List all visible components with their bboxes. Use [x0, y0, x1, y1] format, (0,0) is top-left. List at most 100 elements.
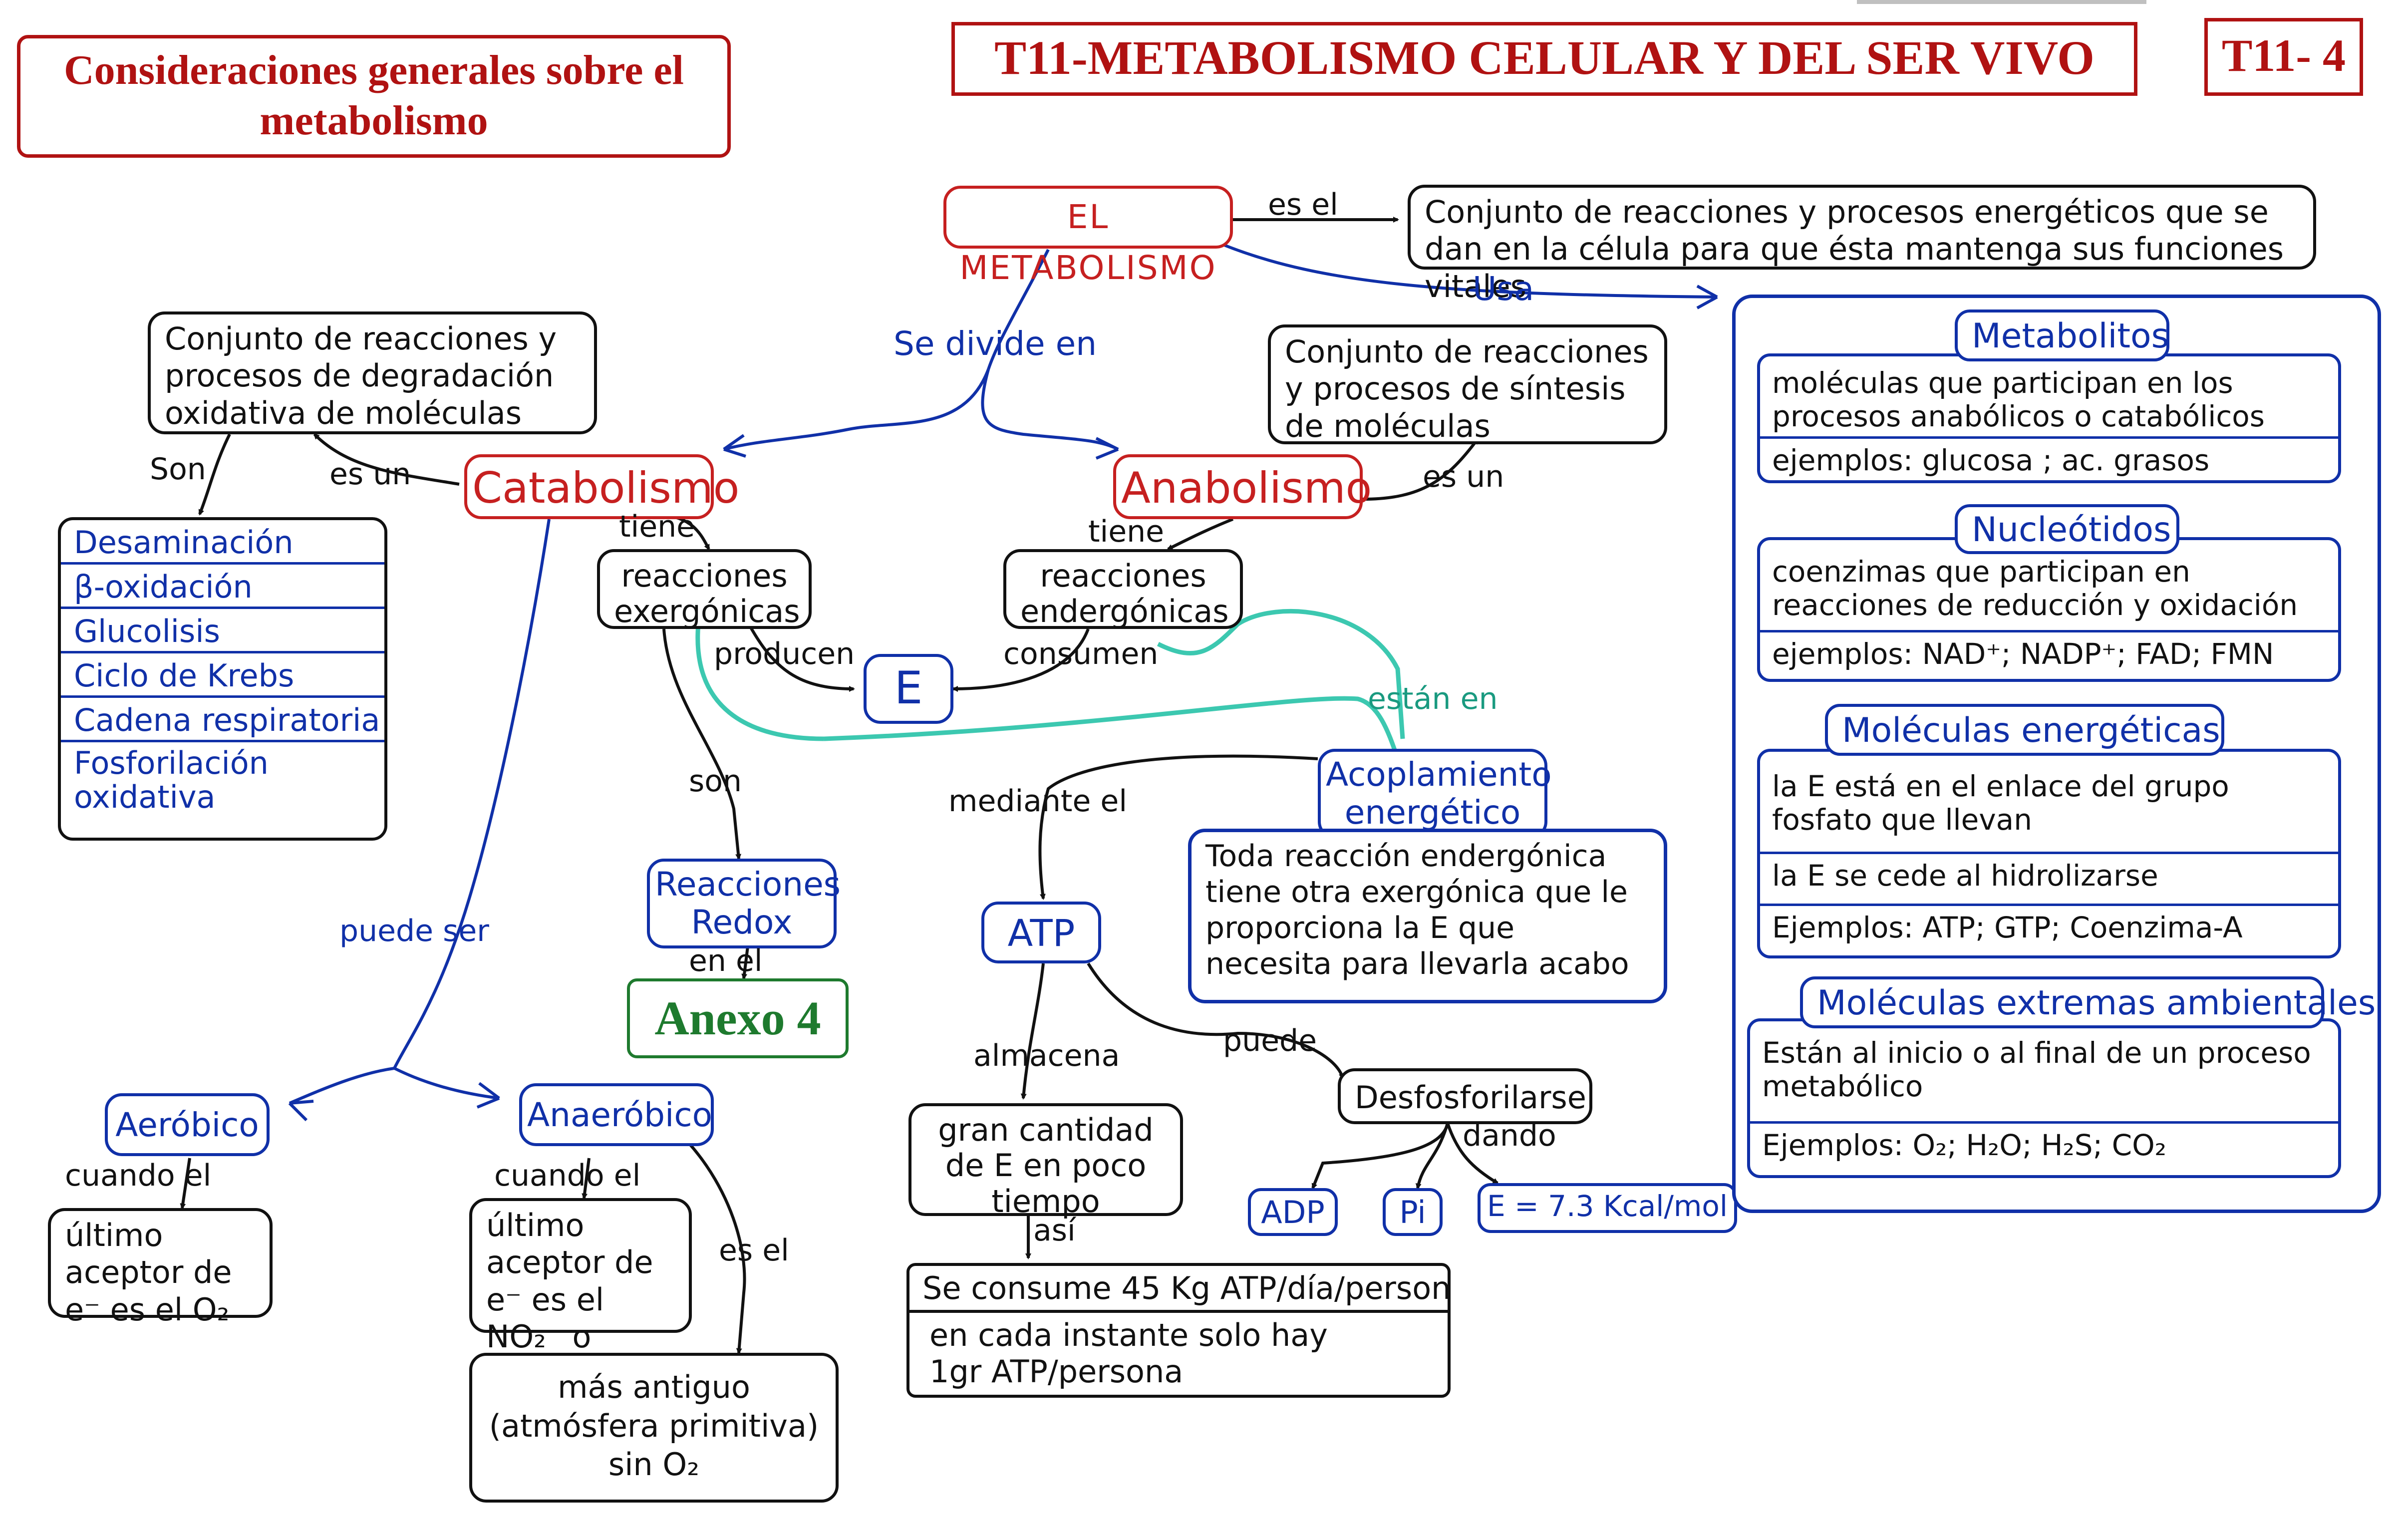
energeticas-ej: Ejemplos: ATP; GTP; Coenzima-A	[1760, 904, 2338, 949]
node-anaerobico-text: Anaeróbico	[527, 1096, 712, 1134]
label-es-el: es el	[1268, 187, 1338, 222]
node-aerobico: Aeróbico	[105, 1093, 270, 1156]
node-anabolismo-def-text: Conjunto de reacciones y procesos de sín…	[1285, 333, 1649, 444]
label-puede-ser: puede ser	[339, 914, 489, 948]
node-metabolismo-def: Conjunto de reacciones y procesos energé…	[1408, 185, 2316, 305]
node-energia: E	[864, 654, 953, 724]
sect-energeticas: la E está en el enlace del grupo fosfato…	[1757, 749, 2341, 958]
label-es-el-2: es el	[719, 1233, 789, 1268]
arrow-to-catabolismo	[723, 368, 990, 451]
node-catabolismo-def-text: Conjunto de reacciones y procesos de deg…	[165, 320, 557, 431]
node-acoplamiento-def: Toda reacción endergónica tiene otra exe…	[1188, 829, 1667, 1003]
title-nucleotidos: Nucleótidos	[1955, 504, 2179, 554]
node-anexo-text: Anexo 4	[654, 991, 821, 1045]
node-metabolismo-def-text: Conjunto de reacciones y procesos energé…	[1425, 194, 2284, 305]
node-anabolismo-text: Anabolismo	[1121, 463, 1372, 513]
node-desfosforilarse: Desfosforilarse	[1338, 1068, 1592, 1124]
node-exergonicas-text: reacciones exergónicas	[614, 558, 800, 630]
node-acoplamiento-def-text: Toda reacción endergónica tiene otra exe…	[1205, 839, 1629, 981]
node-anabolismo: Anabolismo	[1113, 454, 1372, 519]
label-tiene-1: tiene	[619, 509, 695, 544]
catabolic-item: Cadena respiratoria	[61, 698, 384, 742]
consumo-row: Se consume 45 Kg ATP/día/persona	[909, 1266, 1448, 1313]
node-catabolismo-def: Conjunto de reacciones y procesos de deg…	[148, 311, 597, 434]
sect-extremas: Están al inicio o al final de un proceso…	[1747, 1018, 2341, 1178]
label-cuando-el-2: cuando el	[494, 1158, 641, 1193]
sect-nucleotidos: coenzimas que participan en reacciones d…	[1757, 537, 2341, 682]
node-energia-valor: E = 7.3 Kcal/mol	[1478, 1183, 1737, 1233]
label-producen: producen	[714, 636, 855, 671]
extremas-def: Están al inicio o al final de un proceso…	[1762, 1036, 2311, 1103]
node-antiguo-text: más antiguo (atmósfera primitiva) sin O₂	[489, 1369, 819, 1483]
node-anaerobico-def: último aceptor de e⁻ es el NO₂⁻ o SO₄²⁻	[469, 1198, 692, 1392]
label-son-1: Son	[150, 452, 206, 487]
label-es-un-2: es un	[1423, 459, 1504, 494]
label-dando: dando	[1463, 1118, 1556, 1153]
main-title-text: T11-METABOLISMO CELULAR Y DEL SER VIVO	[994, 31, 2095, 84]
arrow-usa	[1222, 243, 1718, 299]
node-desfosforilarse-text: Desfosforilarse	[1355, 1079, 1586, 1116]
top-rule	[1857, 0, 2146, 4]
catabolic-item: Desaminación	[61, 520, 384, 565]
node-redox-text: Reacciones Redox	[655, 865, 841, 941]
label-tiene-2: tiene	[1088, 514, 1165, 549]
catabolic-item: Fosforilación oxidativa	[74, 745, 269, 816]
label-mediante-el: mediante el	[948, 784, 1128, 819]
label-es-un-1: es un	[329, 457, 411, 492]
node-anabolismo-def: Conjunto de reacciones y procesos de sín…	[1268, 324, 1667, 444]
label-almacena: almacena	[973, 1038, 1120, 1073]
node-atp-text: ATP	[1007, 912, 1075, 955]
node-exergonicas: reacciones exergónicas	[597, 549, 812, 629]
node-acoplamiento-text: Acoplamiento energético	[1326, 755, 1552, 832]
page-code-text: T11- 4	[2222, 30, 2346, 81]
nucleotidos-def: coenzimas que participan en reacciones d…	[1772, 555, 2298, 622]
catabolic-list: Desaminación β-oxidación Glucolisis Cicl…	[58, 517, 387, 841]
label-son-2: son	[689, 764, 742, 799]
label-consumen: consumen	[1003, 636, 1159, 671]
node-atp: ATP	[981, 902, 1101, 963]
metabolitos-def: moléculas que participan en los procesos…	[1772, 366, 2265, 433]
node-catabolismo-text: Catabolismo	[472, 463, 740, 513]
consumo-row: en cada instante solo hay 1gr ATP/person…	[929, 1317, 1328, 1390]
node-anexo: Anexo 4	[627, 978, 849, 1058]
arrow-to-anabolismo	[981, 369, 1119, 451]
node-aerobico-def: último aceptor de e⁻ es el O₂	[48, 1208, 273, 1328]
left-title-text: Consideraciones generales sobre el metab…	[64, 47, 684, 144]
node-adp: ADP	[1248, 1188, 1338, 1236]
main-title: T11-METABOLISMO CELULAR Y DEL SER VIVO	[951, 22, 2137, 96]
node-redox: Reacciones Redox	[647, 859, 841, 948]
title-energeticas: Moléculas energéticas	[1825, 704, 2224, 756]
node-almacena-text: gran cantidad de E en poco tiempo	[938, 1112, 1154, 1220]
sect-metabolitos: moléculas que participan en los procesos…	[1757, 353, 2341, 483]
node-energia-text: E	[894, 662, 923, 714]
node-consumo: Se consume 45 Kg ATP/día/persona en cada…	[906, 1263, 1451, 1398]
catabolic-item: Glucolisis	[61, 609, 384, 653]
catabolic-item: Ciclo de Krebs	[61, 653, 384, 698]
page-code: T11- 4	[2204, 18, 2363, 96]
energeticas-r1: la E está en el enlace del grupo fosfato…	[1772, 769, 2229, 837]
node-metabolismo-text: EL METABOLISMO	[959, 198, 1217, 287]
catabolic-item: β-oxidación	[61, 565, 384, 609]
node-aerobico-def-text: último aceptor de e⁻ es el O₂	[65, 1217, 232, 1328]
left-title: Consideraciones generales sobre el metab…	[17, 35, 731, 158]
node-pi: Pi	[1383, 1188, 1443, 1236]
label-cuando-el-1: cuando el	[65, 1158, 212, 1193]
extremas-ej: Ejemplos: O₂; H₂O; H₂S; CO₂	[1750, 1121, 2338, 1167]
energeticas-r2: la E se cede al hidrolizarse	[1760, 852, 2338, 904]
node-aerobico-text: Aeróbico	[115, 1106, 259, 1144]
node-anaerobico: Anaeróbico	[519, 1083, 714, 1146]
node-acoplamiento: Acoplamiento energético	[1318, 749, 1552, 839]
label-estan-en: están en	[1368, 681, 1498, 716]
label-en-el: en el	[689, 943, 763, 978]
node-endergonicas-text: reacciones endergónicas	[1020, 558, 1229, 630]
title-extremas: Moléculas extremas ambientales	[1800, 976, 2376, 1028]
node-catabolismo: Catabolismo	[464, 454, 739, 519]
node-metabolismo: EL METABOLISMO	[943, 186, 1233, 287]
metabolitos-ej: ejemplos: glucosa ; ac. grasos	[1760, 436, 2338, 482]
node-almacena: gran cantidad de E en poco tiempo	[908, 1103, 1183, 1219]
label-se-divide-en: Se divide en	[894, 324, 1097, 363]
label-asi: así	[1033, 1213, 1076, 1248]
label-usa: Usa	[1473, 270, 1534, 308]
label-puede: puede	[1223, 1023, 1317, 1058]
